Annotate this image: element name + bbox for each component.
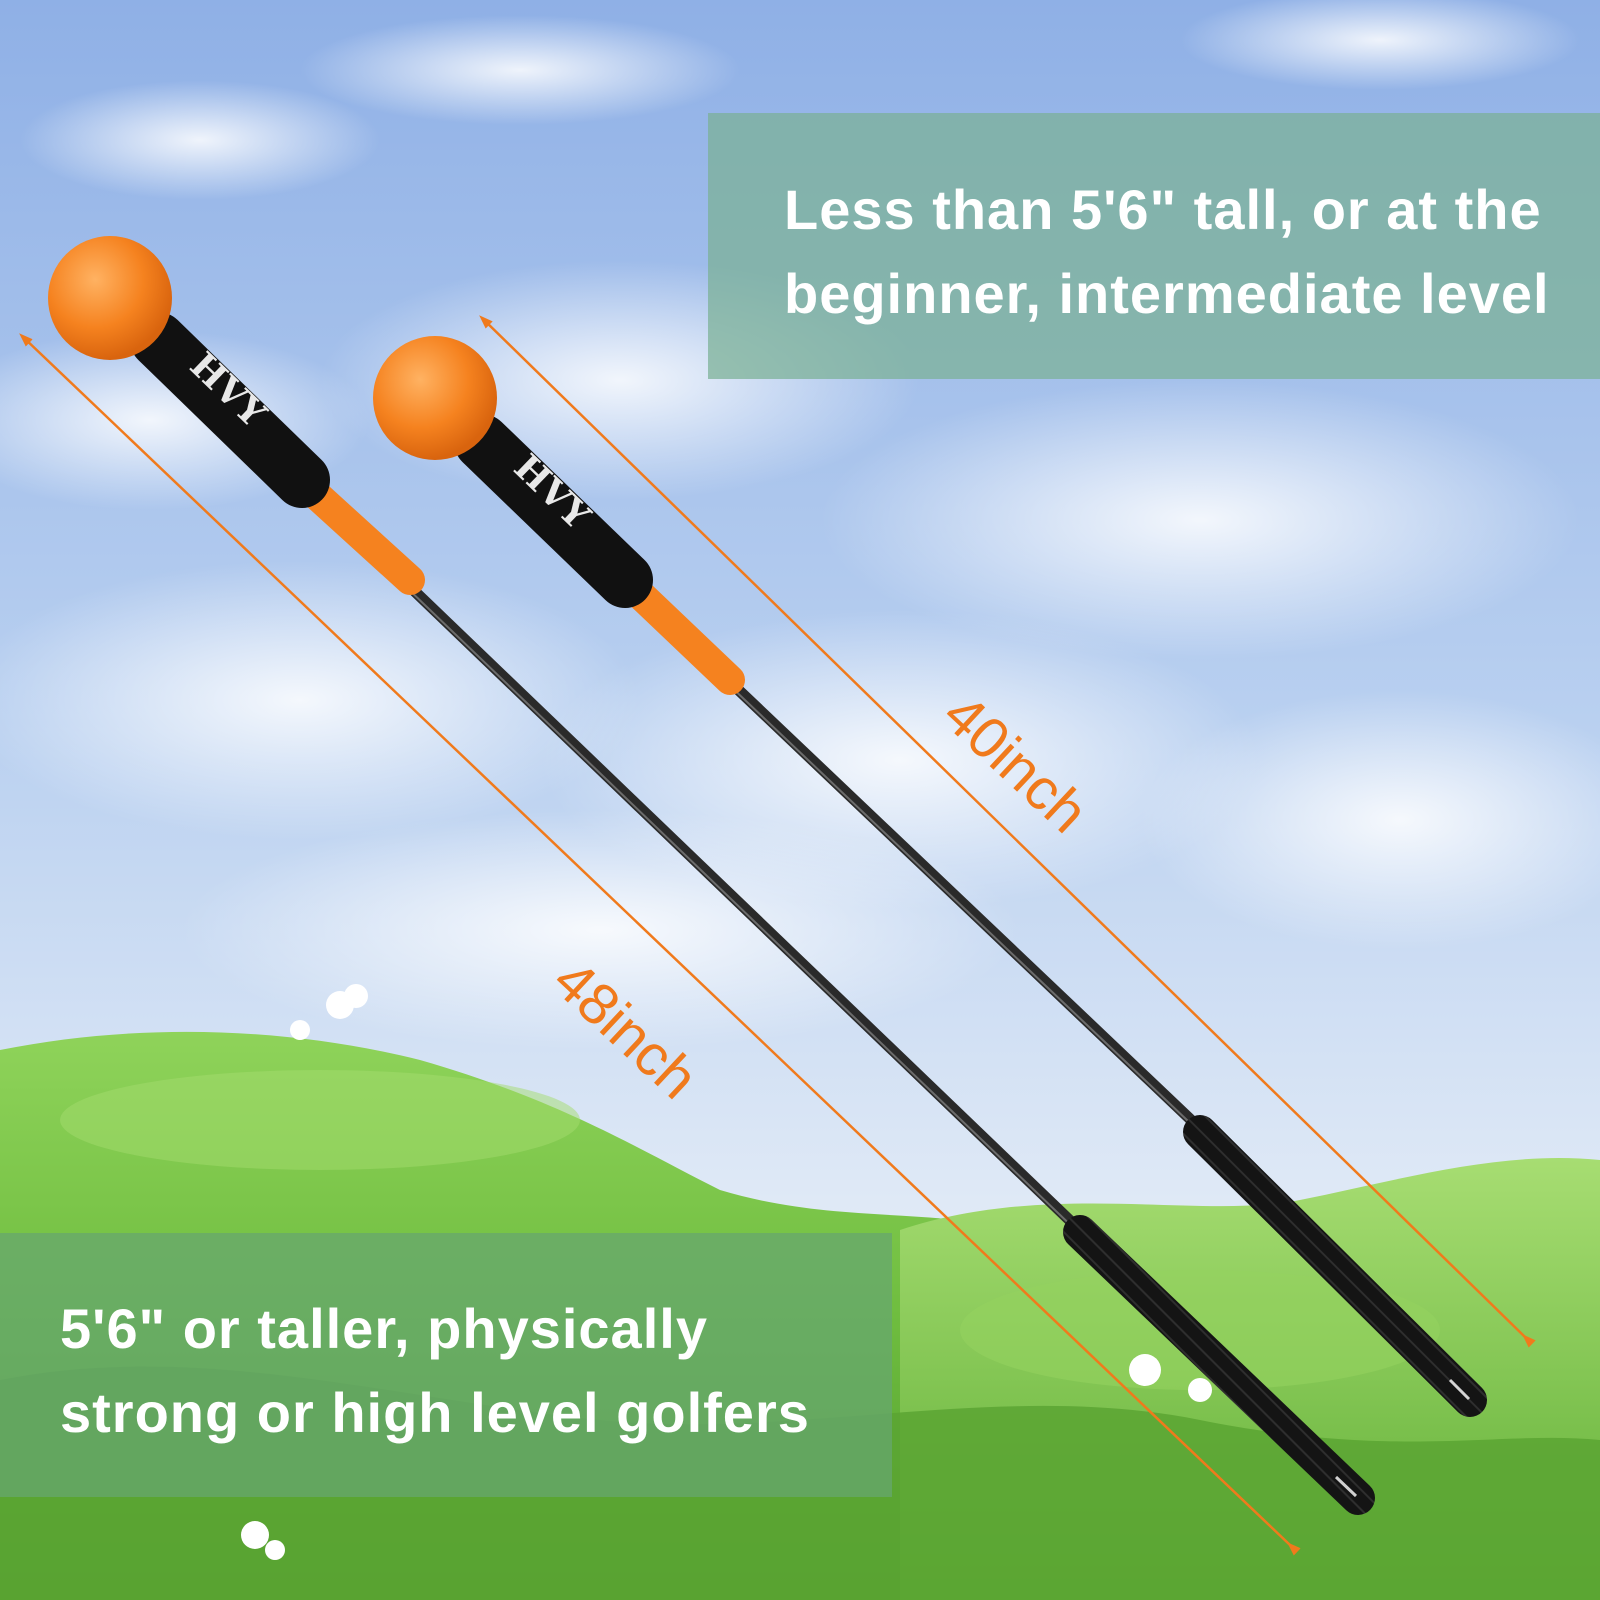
- dimension-arrow-40: [479, 315, 1536, 1348]
- grip-40: [1183, 1115, 1487, 1417]
- orange-ball-40: [373, 336, 497, 460]
- handle-40: [454, 414, 653, 608]
- orange-ball-48: [48, 236, 172, 360]
- caption-short-line-1: Less than 5'6" tall, or at the: [784, 178, 1542, 241]
- caption-short-line-2: beginner, intermediate level: [784, 262, 1550, 325]
- caption-tall-line-1: 5'6" or taller, physically: [60, 1297, 708, 1360]
- grip-48: [1063, 1215, 1375, 1515]
- caption-short-players: Less than 5'6" tall, or at the beginner,…: [708, 113, 1600, 379]
- caption-tall-players: 5'6" or taller, physically strong or hig…: [0, 1233, 892, 1497]
- handle-48: [130, 312, 330, 508]
- caption-tall-line-2: strong or high level golfers: [60, 1381, 810, 1444]
